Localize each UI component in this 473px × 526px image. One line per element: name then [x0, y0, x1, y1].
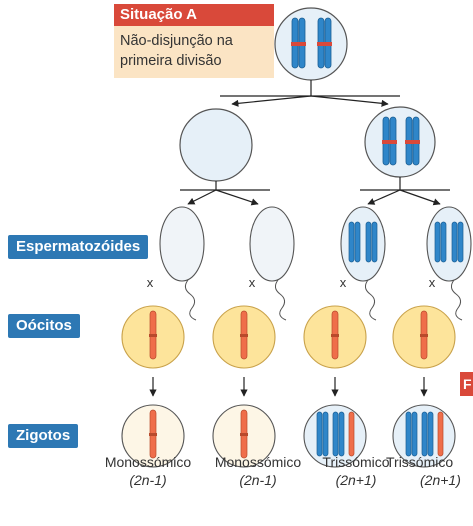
oocyte-2: [212, 305, 276, 369]
oocyte-4: [392, 305, 456, 369]
situation-title: Situação A: [114, 4, 274, 26]
zygote-trisomic-1: [303, 404, 367, 468]
sperm-cell-4-disomic: [426, 206, 472, 321]
branch-arrows-level-1: [220, 80, 400, 107]
result-1: Monossómico (2n-1): [92, 453, 204, 489]
result-2-name: Monossómico: [214, 454, 302, 470]
cross-symbol-1: x: [146, 275, 154, 290]
sperm-cell-3-disomic: [340, 206, 386, 321]
parent-chromosome-pair-left: [291, 17, 306, 69]
label-zygotes: Zigotos: [8, 424, 79, 448]
cross-symbol-3: x: [339, 275, 347, 290]
cell-with-pairs-meiosis-1: [364, 106, 436, 178]
situation-description: Não-disjunção na primeira divisão: [120, 33, 233, 69]
label-oocytes: Oócitos: [8, 314, 80, 338]
sperm-cells: [159, 206, 472, 321]
zygote-monosomic-1: [121, 404, 185, 468]
parent-cell: [274, 7, 348, 81]
cross-symbol-2: x: [248, 275, 256, 290]
fertilization-arrows: [149, 377, 428, 397]
zygotes: [121, 404, 456, 468]
result-4: Trissómico (2n+1): [384, 453, 473, 489]
oocyte-3: [303, 305, 367, 369]
sperm-cell-1-empty: [159, 206, 205, 321]
result-4-name: Trissómico: [386, 454, 454, 470]
zygote-monosomic-2: [212, 404, 276, 468]
result-1-formula: (2n-1): [129, 472, 167, 488]
situation-box: Situação A Não-disjunção na primeira div…: [114, 4, 274, 78]
cross-symbol-4: x: [428, 275, 436, 290]
zygote-trisomic-2: [392, 404, 456, 468]
oocytes: [121, 305, 456, 369]
corner-tab: F: [460, 372, 473, 396]
result-1-name: Monossómico: [104, 454, 192, 470]
result-2: Monossómico (2n-1): [202, 453, 314, 489]
result-3: Trissómico (2n+1): [300, 453, 412, 489]
result-4-formula: (2n+1): [420, 472, 461, 488]
parent-chromosome-pair-right: [317, 17, 332, 69]
result-3-name: Trissómico: [322, 454, 390, 470]
sperm-cell-2-empty: [249, 206, 295, 321]
oocyte-1: [121, 305, 185, 369]
result-2-formula: (2n-1): [239, 472, 277, 488]
result-3-formula: (2n+1): [335, 472, 377, 488]
label-sperm: Espermatozóides: [8, 235, 149, 259]
branch-arrows-level-2: [180, 177, 450, 206]
